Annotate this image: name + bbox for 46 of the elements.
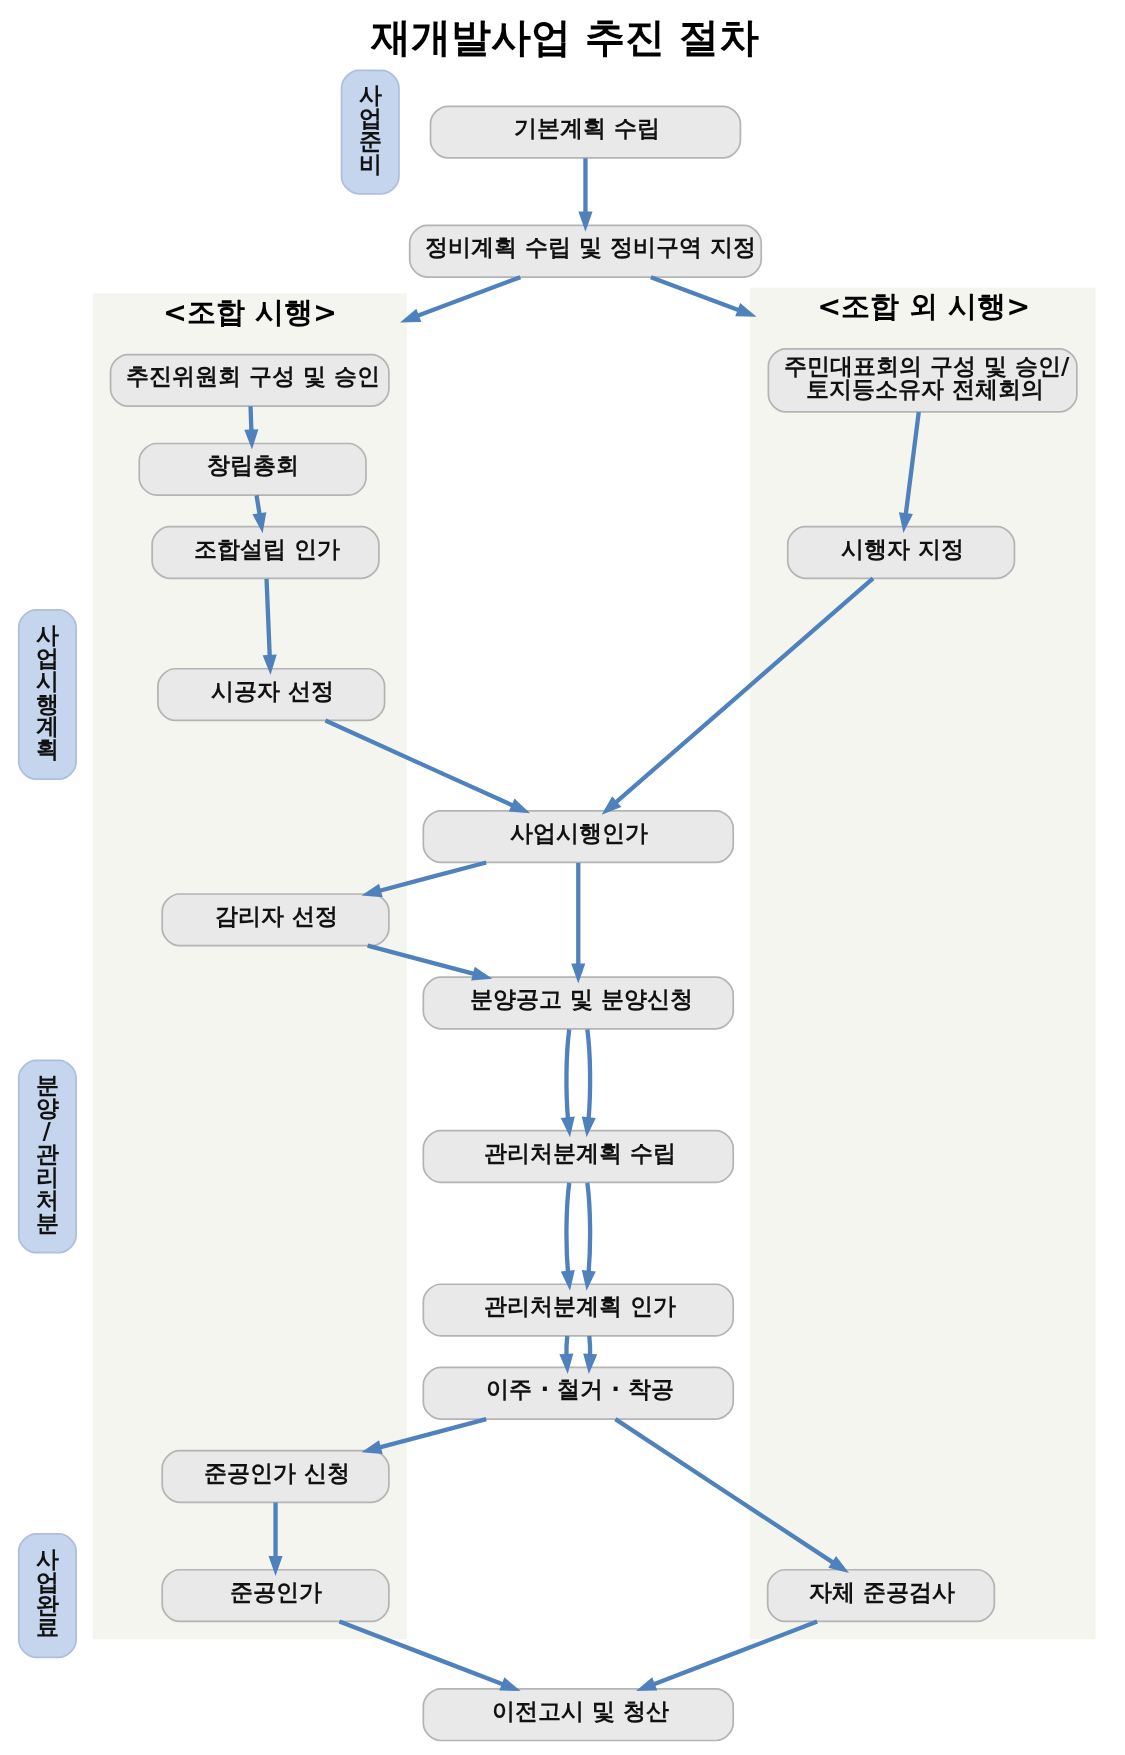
node-box: 관리처분계획 수립 <box>422 1129 735 1184</box>
arrow <box>601 576 875 815</box>
node-box: 준공인가 <box>161 1568 390 1623</box>
arrow <box>560 1029 575 1138</box>
diagram-title: 재개발사업 추진 절차 <box>370 13 759 60</box>
arrow <box>578 158 593 232</box>
arrow <box>338 1619 521 1692</box>
node-box: 조합설립 인가 <box>151 525 380 580</box>
arrow <box>614 1417 850 1574</box>
node-box: 이전고시 및 청산 <box>422 1688 735 1742</box>
arrow <box>324 718 531 814</box>
node-box: 창립총회 <box>138 442 367 496</box>
arrow <box>635 1619 818 1692</box>
arrow <box>367 943 493 981</box>
arrow <box>244 406 259 450</box>
node-box: 정비계획 수립 및 정비구역 지정 <box>408 224 763 278</box>
arrow <box>560 1182 575 1291</box>
node-box: 사업준비 <box>340 69 400 195</box>
node-box: 사업시행계획 <box>17 609 77 781</box>
node-box: 준공인가 신청 <box>161 1449 390 1504</box>
node-box: 사업완료 <box>17 1533 77 1659</box>
arrow <box>400 275 522 323</box>
arrow <box>581 1029 596 1138</box>
arrow <box>581 1182 596 1291</box>
node-box: 기본계획 수립 <box>429 105 742 159</box>
node-box: 추진위원회 구성 및 승인 <box>109 353 390 408</box>
arrow <box>268 1502 283 1577</box>
node-box: 사업시행인가 <box>422 809 735 864</box>
arrow <box>252 494 267 534</box>
arrow <box>262 578 277 675</box>
arrow <box>650 275 757 317</box>
node-box: 관리처분계획 인가 <box>422 1283 735 1337</box>
arrow <box>361 1417 487 1454</box>
node-box: 분양/관리처분 <box>17 1059 77 1254</box>
node-box: 시행자 지정 <box>786 525 1016 580</box>
arrow <box>559 1335 574 1374</box>
arrow <box>898 411 921 534</box>
node-box: 분양공고 및 분양신청 <box>422 976 735 1030</box>
arrow <box>361 860 487 898</box>
arrow <box>583 1335 598 1374</box>
node-box: 시공자 선정 <box>157 667 386 722</box>
node-box: 주민대표회의 구성 및 승인/ 토지등소유자 전체회의 <box>767 347 1078 413</box>
node-box: 감리자 선정 <box>161 893 390 947</box>
node-box: 자체 준공검사 <box>766 1568 996 1623</box>
arrow <box>571 862 586 984</box>
node-box: 이주 · 철거 · 착공 <box>422 1366 735 1420</box>
